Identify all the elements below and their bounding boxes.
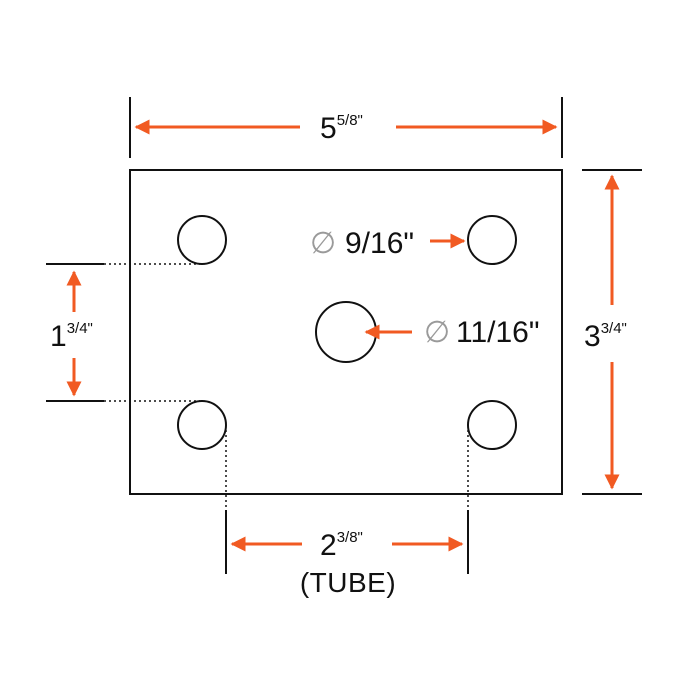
hole-bottom-left bbox=[177, 400, 227, 450]
diameter-symbol-small-icon: ∅ bbox=[310, 226, 336, 261]
hole-bottom-right bbox=[467, 400, 517, 450]
center-hole-size-label: 11/16" bbox=[456, 316, 540, 349]
small-hole-size-label: 9/16" bbox=[345, 227, 414, 260]
spacing-label: 13/4" bbox=[50, 320, 93, 353]
plate-outline bbox=[129, 169, 563, 495]
hole-top-left bbox=[177, 215, 227, 265]
width-label: 55/8" bbox=[320, 112, 363, 145]
tube-note: (TUBE) bbox=[300, 567, 396, 598]
height-label: 33/4" bbox=[584, 320, 627, 353]
tube-width-label: 23/8" bbox=[320, 529, 363, 562]
hole-top-right bbox=[467, 215, 517, 265]
diameter-symbol-center-icon: ∅ bbox=[424, 315, 450, 350]
